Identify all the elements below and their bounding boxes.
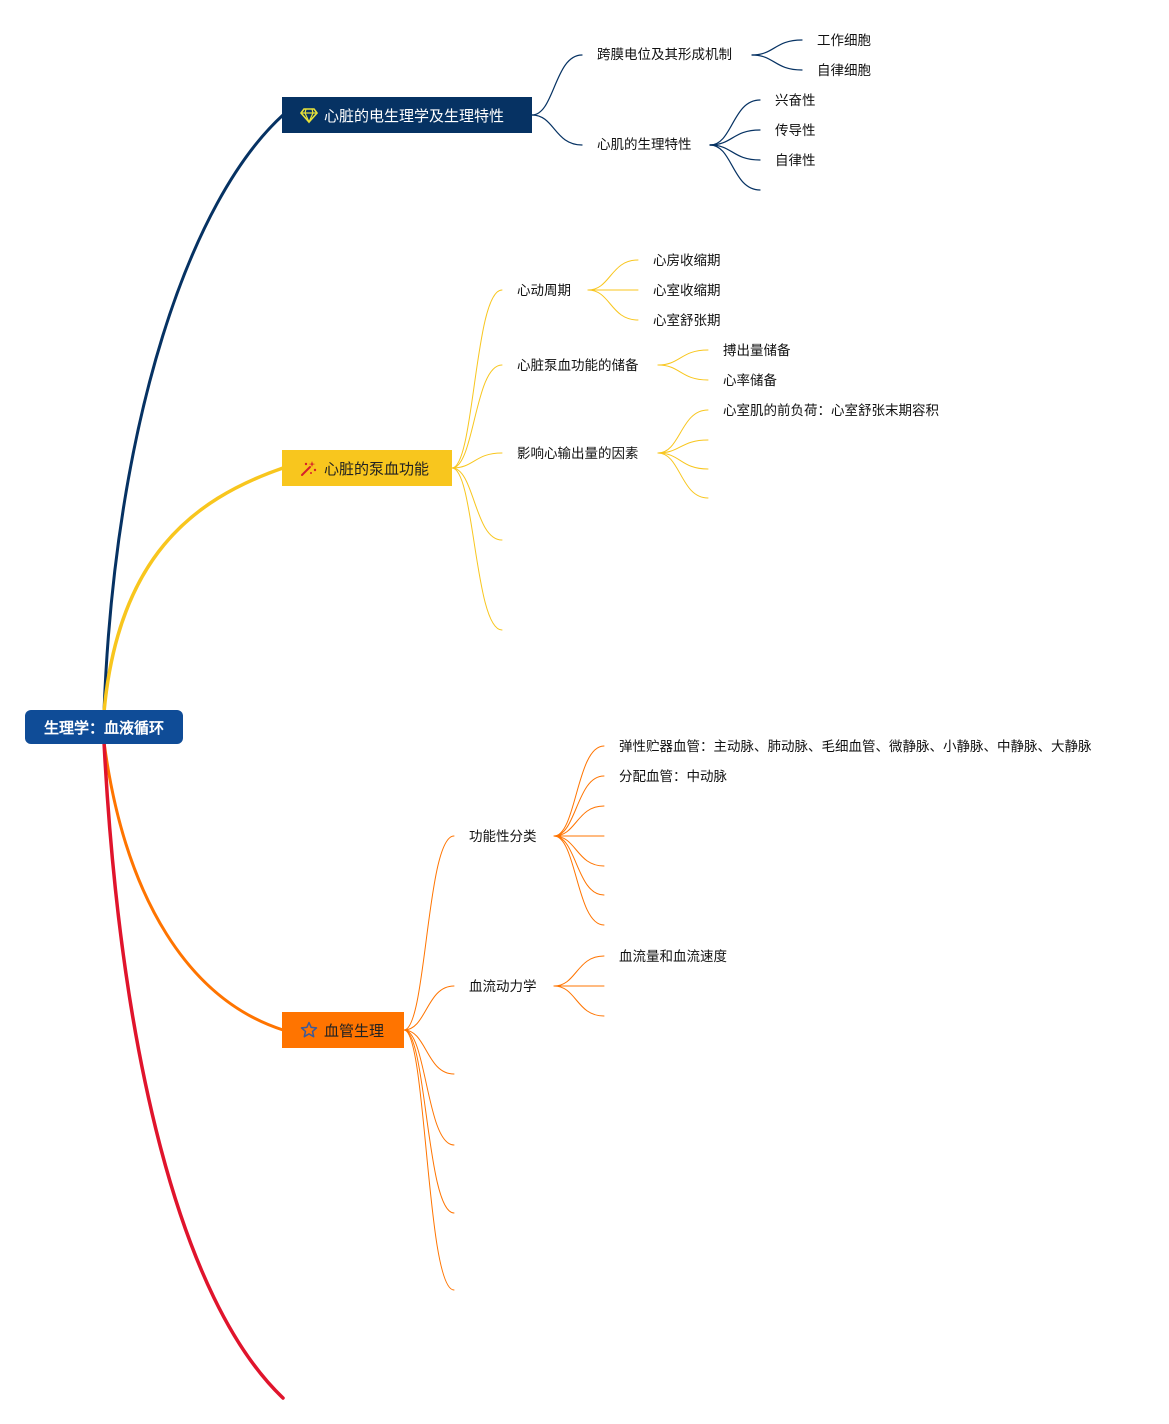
branch-t3-a [553,775,605,837]
main-branch-1 [102,113,285,714]
subtopic-hemodynamics[interactable]: 血流动力学 [469,979,537,995]
branch-t3 [403,835,455,1031]
branch-t2-b [657,364,709,381]
main-branch-2 [102,466,285,714]
leaf-heart-rate-reserve[interactable]: 心率储备 [723,373,777,389]
branch-t2-c [657,452,709,470]
main-branch-4 [102,740,285,1400]
branch-t3 [403,1029,455,1075]
branch-t2 [451,452,503,469]
subtopic-myocardial-properties[interactable]: 心肌的生理特性 [597,137,692,153]
sparkle-icon [300,459,318,477]
branch-t3-a [553,745,605,837]
branch-t1 [531,114,583,146]
subtopic-cardiac-cycle[interactable]: 心动周期 [517,283,571,299]
main-branch-3 [102,740,285,1032]
leaf-distribution-vessels[interactable]: 分配血管：中动脉 [619,769,727,785]
leaf-conductivity[interactable]: 传导性 [775,123,816,139]
branch-t3-a [553,805,605,837]
branch-t2 [451,289,503,469]
topic-label: 血管生理 [324,1021,385,1040]
leaf-stroke-volume-reserve[interactable]: 搏出量储备 [723,343,791,359]
branch-t3-a [553,835,605,926]
branch-t3 [403,985,455,1031]
root-topic-label: 生理学：血液循环 [43,718,164,737]
leaf-working-cells[interactable]: 工作细胞 [817,33,871,49]
branch-t2-b [657,349,709,366]
branch-t2 [451,364,503,469]
leaf-ventricular-systole[interactable]: 心室收缩期 [653,283,721,299]
leaf-autorhythmic-cells[interactable]: 自律细胞 [817,63,871,79]
topic-label: 心脏的电生理学及生理特性 [324,106,505,125]
topic-vascular-physiology[interactable]: 血管生理 [282,1012,404,1048]
branch-t3-b [553,955,605,987]
root-topic[interactable]: 生理学：血液循环 [25,710,183,744]
leaf-elastic-vessels[interactable]: 弹性贮器血管：主动脉、肺动脉、毛细血管、微静脉、小静脉、中静脉、大静脉 [619,739,1092,755]
branch-t2-a [587,289,639,321]
branch-t2-c [657,452,709,499]
branch-t2-c [657,439,709,454]
leaf-preload[interactable]: 心室肌的前负荷：心室舒张末期容积 [723,403,939,419]
star-icon [300,1021,318,1039]
branch-t2-a [587,259,639,291]
diamond-icon [300,106,318,124]
branch-t2 [451,467,503,631]
branch-t2 [451,467,503,541]
branch-t3-a [553,835,605,896]
subtopic-transmembrane-potential[interactable]: 跨膜电位及其形成机制 [597,47,732,63]
branch-t1-b [709,144,761,191]
topic-cardiac-pump-function[interactable]: 心脏的泵血功能 [282,450,452,486]
topic-cardiac-electrophysiology[interactable]: 心脏的电生理学及生理特性 [282,97,532,133]
branch-t1-b [709,129,761,146]
branch-t1-a [751,39,803,56]
branch-t1-a [751,54,803,71]
subtopic-cardiac-reserve[interactable]: 心脏泵血功能的储备 [517,358,639,374]
leaf-ventricular-diastole[interactable]: 心室舒张期 [653,313,721,329]
branch-t3 [403,1029,455,1146]
branch-t1-b [709,144,761,161]
branch-t1-b [709,99,761,146]
branch-t3-b [553,985,605,1017]
leaf-excitability[interactable]: 兴奋性 [775,93,816,109]
branch-t3 [403,1029,455,1214]
leaf-blood-flow-velocity[interactable]: 血流量和血流速度 [619,949,727,965]
branch-t1 [531,54,583,116]
branch-t3 [403,1029,455,1291]
leaf-automaticity[interactable]: 自律性 [775,153,816,169]
subtopic-functional-classification[interactable]: 功能性分类 [469,829,537,845]
branch-t2-c [657,409,709,454]
subtopic-cardiac-output-factors[interactable]: 影响心输出量的因素 [517,446,639,462]
topic-label: 心脏的泵血功能 [324,459,430,478]
leaf-atrial-systole[interactable]: 心房收缩期 [653,253,721,269]
